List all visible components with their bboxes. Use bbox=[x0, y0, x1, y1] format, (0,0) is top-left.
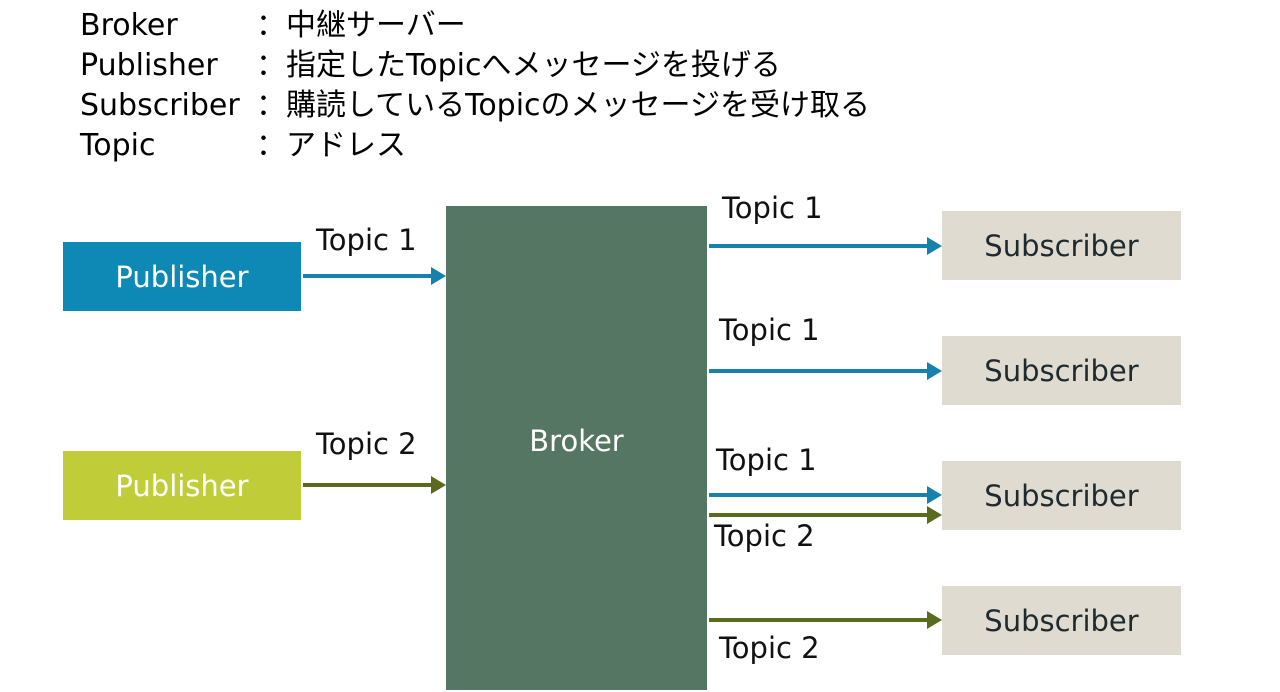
legend-description: ：アドレス bbox=[256, 128, 406, 163]
legend-row-topic: Topic ：アドレス bbox=[80, 126, 870, 166]
arrow-publisher1-topic1 bbox=[303, 267, 446, 285]
subscriber-box-2: Subscriber bbox=[942, 336, 1181, 405]
subscriber-label: Subscriber bbox=[984, 228, 1139, 263]
legend-row-publisher: Publisher ：指定したTopicへメッセージを投げる bbox=[80, 46, 870, 86]
outgoing-topic-label-5: Topic 2 bbox=[719, 631, 820, 665]
outgoing-topic-label-2: Topic 1 bbox=[719, 313, 820, 347]
legend-term: Subscriber bbox=[80, 88, 240, 123]
subscriber-box-3: Subscriber bbox=[942, 461, 1181, 530]
legend-description: ：購読しているTopicのメッセージを受け取る bbox=[256, 88, 870, 123]
subscriber-label: Subscriber bbox=[984, 603, 1139, 638]
legend-term: Topic bbox=[80, 128, 156, 163]
legend-term: Broker bbox=[80, 8, 178, 43]
legend-row-broker: Broker ：中継サーバー bbox=[80, 6, 870, 46]
subscriber-label: Subscriber bbox=[984, 478, 1139, 513]
publisher-box-topic2: Publisher bbox=[63, 451, 301, 520]
legend-row-subscriber: Subscriber ：購読しているTopicのメッセージを受け取る bbox=[80, 86, 870, 126]
subscriber-box-1: Subscriber bbox=[942, 211, 1181, 280]
arrow-broker-subscriber3-topic2 bbox=[709, 506, 942, 524]
subscriber-label: Subscriber bbox=[984, 353, 1139, 388]
legend-description: ：指定したTopicへメッセージを投げる bbox=[256, 48, 781, 83]
arrow-broker-subscriber4-topic2 bbox=[709, 611, 942, 629]
arrow-publisher2-topic2 bbox=[303, 476, 446, 494]
legend-term: Publisher bbox=[80, 48, 218, 83]
outgoing-topic-label-1: Topic 1 bbox=[722, 191, 823, 225]
arrow-broker-subscriber3-topic1 bbox=[709, 486, 942, 504]
publisher-label: Publisher bbox=[115, 259, 249, 294]
arrow-broker-subscriber1-topic1 bbox=[709, 237, 942, 255]
incoming-topic-label-2: Topic 2 bbox=[316, 427, 417, 461]
broker-box: Broker bbox=[446, 206, 707, 690]
legend: Broker ：中継サーバー Publisher ：指定したTopicへメッセー… bbox=[80, 6, 870, 166]
outgoing-topic-label-3: Topic 1 bbox=[716, 443, 817, 477]
arrow-broker-subscriber2-topic1 bbox=[709, 362, 942, 380]
publisher-label: Publisher bbox=[115, 468, 249, 503]
outgoing-topic-label-4: Topic 2 bbox=[714, 519, 815, 553]
legend-description: ：中継サーバー bbox=[256, 8, 466, 43]
subscriber-box-4: Subscriber bbox=[942, 586, 1181, 655]
incoming-topic-label-1: Topic 1 bbox=[316, 223, 417, 257]
broker-label: Broker bbox=[529, 424, 624, 458]
publisher-box-topic1: Publisher bbox=[63, 242, 301, 311]
